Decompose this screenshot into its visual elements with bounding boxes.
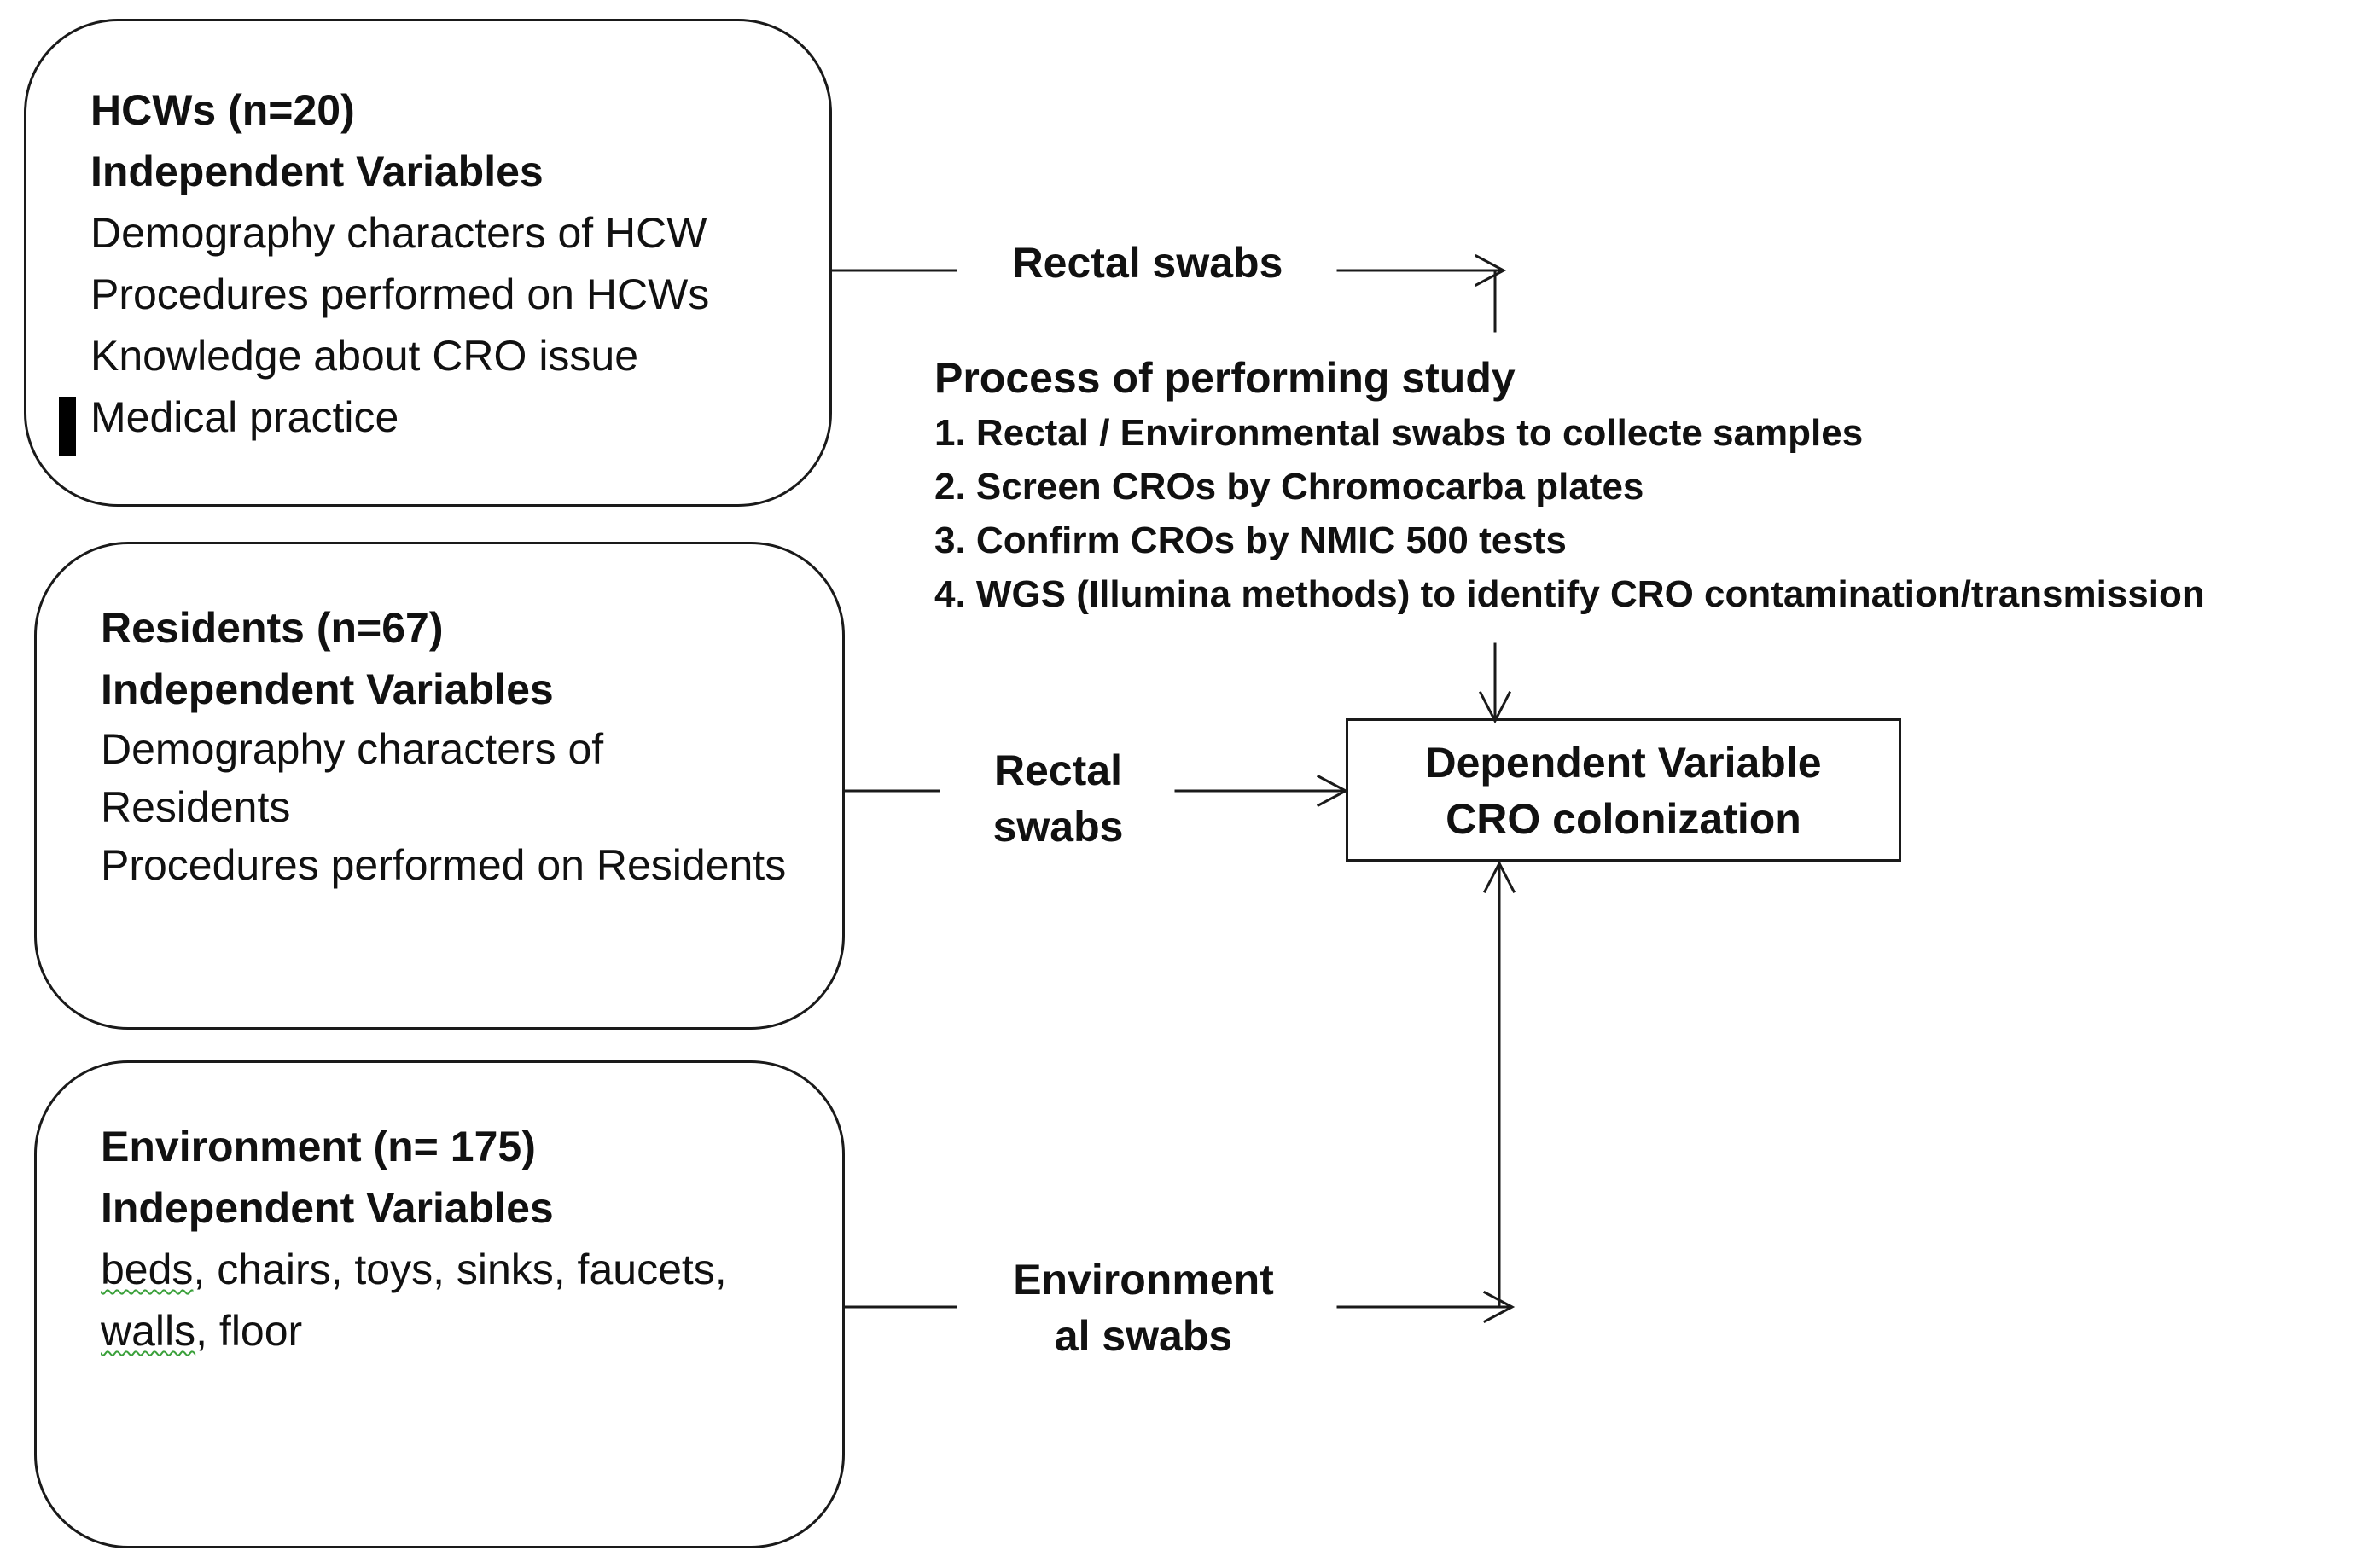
- environment-title: Environment (n= 175): [101, 1123, 536, 1170]
- process-title: Process of performing study: [934, 354, 1516, 402]
- spellcheck-word-walls: walls: [101, 1307, 196, 1355]
- rectal-swabs-mid-line1: Rectal: [993, 746, 1123, 794]
- process-step-4: 4. WGS (Illumina methods) to identify CR…: [934, 573, 2205, 615]
- environment-box: Environment (n= 175) Independent Variabl…: [34, 1060, 845, 1548]
- text-cursor-mark: [59, 397, 76, 456]
- rectal-swabs-mid-line2: swabs: [992, 803, 1124, 851]
- process-step-3: 3. Confirm CROs by NMIC 500 tests: [934, 520, 1567, 561]
- hcws-subtitle: Independent Variables: [90, 148, 544, 195]
- process-block: Process of performing study 1. Rectal / …: [934, 350, 2205, 621]
- dependent-value: CRO colonization: [1446, 795, 1801, 843]
- process-step-1: 1. Rectal / Environmental swabs to colle…: [934, 412, 1864, 454]
- residents-subtitle: Independent Variables: [101, 665, 554, 713]
- environment-items-line1: beds, chairs, toys, sinks, faucets,: [101, 1239, 817, 1300]
- hcws-box: HCWs (n=20) Independent Variables Demogr…: [24, 19, 832, 507]
- hcws-item-demography: Demography characters of HCW: [90, 209, 707, 257]
- hcws-item-knowledge: Knowledge about CRO issue: [90, 332, 639, 380]
- rectal-swabs-mid-label: Rectal swabs: [943, 742, 1173, 855]
- dependent-variable-box: Dependent Variable CRO colonization: [1346, 718, 1901, 862]
- residents-title: Residents (n=67): [101, 604, 444, 652]
- environmental-swabs-label: Environment al swabs: [956, 1251, 1331, 1364]
- environment-items-line2-rest: , floor: [195, 1307, 303, 1355]
- dependent-title: Dependent Variable: [1425, 739, 1822, 787]
- environmental-swabs-line2: al swabs: [1054, 1312, 1233, 1360]
- hcws-arrowhead: [1474, 253, 1507, 287]
- rectal-swabs-top-label: Rectal swabs: [964, 235, 1331, 291]
- spellcheck-word-beds: beds: [101, 1246, 194, 1293]
- residents-item-procedures: Procedures performed on Residents: [101, 841, 787, 889]
- environment-items-line1-rest: , chairs, toys, sinks, faucets,: [193, 1246, 727, 1293]
- environment-arrowhead: [1482, 1290, 1516, 1324]
- hcws-item-medical-practice: Medical practice: [90, 393, 399, 441]
- rectal-swabs-top-text: Rectal swabs: [1012, 239, 1283, 287]
- hcws-title: HCWs (n=20): [90, 86, 355, 134]
- environmental-swabs-line1: Environment: [1013, 1256, 1274, 1304]
- residents-box: Residents (n=67) Independent Variables D…: [34, 542, 845, 1030]
- process-step-2: 2. Screen CROs by Chromocarba plates: [934, 466, 1644, 508]
- process-down-arrowhead: [1478, 690, 1512, 724]
- hcws-item-procedures: Procedures performed on HCWs: [90, 270, 710, 318]
- environment-subtitle: Independent Variables: [101, 1184, 554, 1232]
- residents-item-demography: Demography characters of Residents: [101, 725, 604, 831]
- environment-up-arrowhead: [1482, 860, 1516, 894]
- environment-items-line2: walls, floor: [101, 1300, 817, 1362]
